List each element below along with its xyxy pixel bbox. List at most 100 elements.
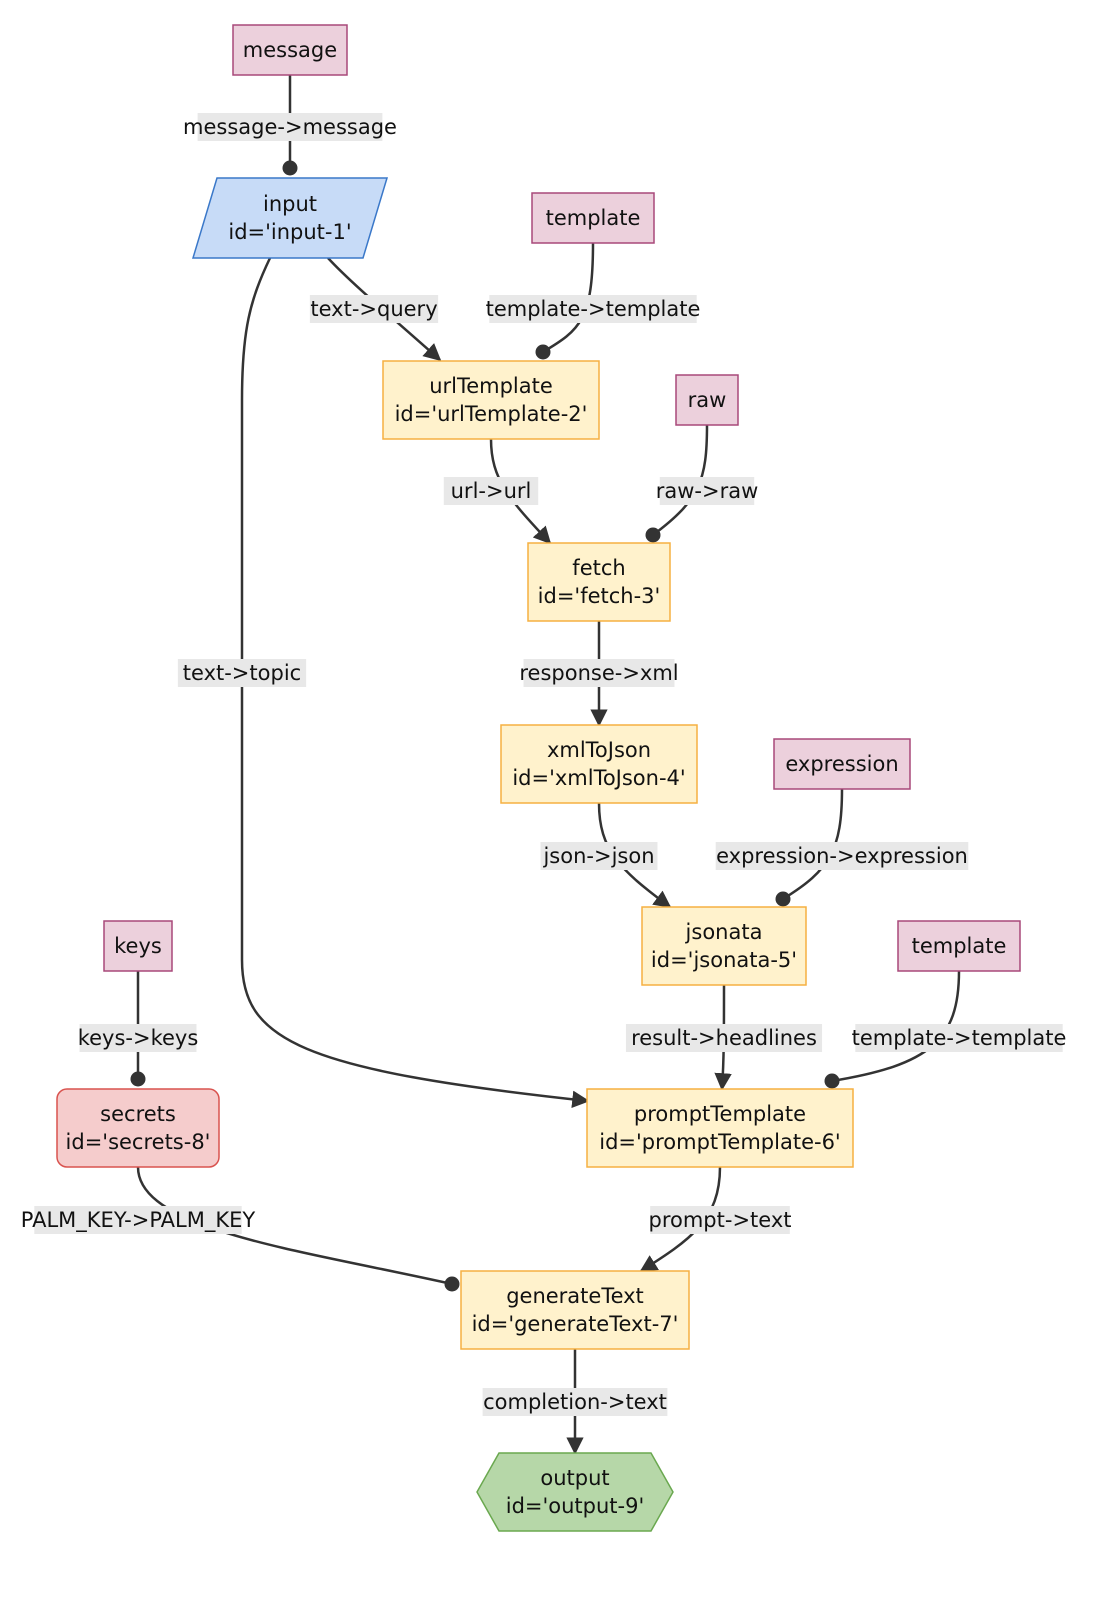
edge-label-background xyxy=(715,842,969,870)
edge-input-to-promptTemplate-line xyxy=(240,257,590,1109)
edge-label-background xyxy=(625,1024,823,1052)
edge-label-raw-raw: raw->raw xyxy=(656,477,759,505)
node-raw-title: raw xyxy=(688,388,727,412)
edge-label-background xyxy=(489,295,697,323)
edge-label-text: completion->text xyxy=(483,1390,667,1414)
node-input[interactable]: input id='input-1' xyxy=(191,177,389,259)
edge-label-text: expression->expression xyxy=(716,844,968,868)
edge-label-background xyxy=(523,659,675,687)
edge-label-url-url: url->url xyxy=(443,477,539,505)
node-promptTemplate-box xyxy=(586,1088,854,1168)
edge-label-palm-key-palm-key: PALM_KEY->PALM_KEY xyxy=(21,1206,256,1234)
node-jsonata[interactable]: jsonata id='jsonata-5' xyxy=(641,906,807,986)
node-keys[interactable]: keys xyxy=(103,920,173,972)
edge-input-to-promptTemplate xyxy=(240,257,590,1109)
edge-label-text: keys->keys xyxy=(78,1026,199,1050)
edge-label-background xyxy=(659,477,755,505)
edge-raw-to-fetch-dot-endpoint xyxy=(645,527,661,543)
node-urlTemplate[interactable]: urlTemplate id='urlTemplate-2' xyxy=(382,360,600,440)
edge-label-text: json->json xyxy=(542,844,654,868)
edge-label-background xyxy=(177,659,307,687)
edge-label-response-xml: response->xml xyxy=(519,659,679,687)
node-urlTemplate-box xyxy=(382,360,600,440)
edge-label-completion-text: completion->text xyxy=(482,1388,668,1416)
edge-label-text: message->message xyxy=(183,115,397,139)
node-generateText-box xyxy=(460,1270,690,1350)
edge-label-text: prompt->text xyxy=(649,1208,792,1232)
edge-label-template-template: template->template xyxy=(486,295,701,323)
node-keys-title: keys xyxy=(114,934,162,958)
node-input-title: input xyxy=(263,192,317,216)
node-generateText-title: generateText xyxy=(506,1284,644,1308)
edge-template2-to-promptTemplate-dot-endpoint xyxy=(824,1073,840,1089)
edge-label-keys-keys: keys->keys xyxy=(78,1024,199,1052)
edge-keys-to-secrets-dot-endpoint xyxy=(130,1071,146,1087)
edge-label-background xyxy=(855,1024,1063,1052)
node-urlTemplate-id-label: id='urlTemplate-2' xyxy=(395,402,588,426)
edge-label-text: response->xml xyxy=(519,661,678,685)
node-output-hexagon xyxy=(476,1452,674,1532)
edge-label-text-query: text->query xyxy=(309,295,439,323)
node-fetch-box xyxy=(527,542,671,622)
edge-label-text-topic: text->topic xyxy=(177,659,307,687)
node-output-id-label: id='output-9' xyxy=(506,1494,645,1518)
node-promptTemplate[interactable]: promptTemplate id='promptTemplate-6' xyxy=(586,1088,854,1168)
edge-label-text: result->headlines xyxy=(631,1026,817,1050)
node-secrets-box xyxy=(56,1088,220,1168)
edge-label-text: template->template xyxy=(852,1026,1067,1050)
edge-label-background xyxy=(443,477,539,505)
node-xmlToJson-id-label: id='xmlToJson-4' xyxy=(512,766,685,790)
node-input-parallelogram xyxy=(191,177,389,259)
edge-label-background xyxy=(482,1388,668,1416)
edge-label-text: template->template xyxy=(486,297,701,321)
edge-template1-to-urlTemplate-dot-endpoint xyxy=(535,344,551,360)
edge-label-expression-expression: expression->expression xyxy=(715,842,969,870)
node-generateText-id-label: id='generateText-7' xyxy=(472,1312,679,1336)
edge-label-message-message: message->message xyxy=(183,113,397,141)
edge-secrets-to-generateText-line xyxy=(136,1166,453,1286)
node-jsonata-title: jsonata xyxy=(685,920,763,944)
node-promptTemplate-title: promptTemplate xyxy=(634,1102,806,1126)
edge-label-template-template: template->template xyxy=(852,1024,1067,1052)
node-raw[interactable]: raw xyxy=(675,374,739,426)
node-message[interactable]: message xyxy=(232,24,348,76)
node-raw-box xyxy=(675,374,739,426)
node-input-id-label: id='input-1' xyxy=(228,220,351,244)
edge-label-text: url->url xyxy=(451,479,532,503)
node-template2-title: template xyxy=(912,934,1007,958)
node-xmlToJson-box xyxy=(500,724,698,804)
node-xmlToJson[interactable]: xmlToJson id='xmlToJson-4' xyxy=(500,724,698,804)
node-secrets[interactable]: secrets id='secrets-8' xyxy=(56,1088,220,1168)
edge-label-background xyxy=(197,113,383,141)
node-generateText[interactable]: generateText id='generateText-7' xyxy=(460,1270,690,1350)
edge-label-json-json: json->json xyxy=(540,842,658,870)
node-urlTemplate-title: urlTemplate xyxy=(429,374,553,398)
edge-message-to-input-dot-endpoint xyxy=(282,160,298,176)
edge-label-background xyxy=(309,295,439,323)
node-xmlToJson-title: xmlToJson xyxy=(547,738,651,762)
node-expression[interactable]: expression xyxy=(773,738,911,790)
edge-label-text: PALM_KEY->PALM_KEY xyxy=(21,1208,256,1233)
node-jsonata-id-label: id='jsonata-5' xyxy=(651,948,797,972)
node-secrets-id-label: id='secrets-8' xyxy=(66,1130,211,1154)
node-template2[interactable]: template xyxy=(897,920,1021,972)
edge-expression-to-jsonata-dot-endpoint xyxy=(775,891,791,907)
node-secrets-title: secrets xyxy=(100,1102,176,1126)
node-message-title: message xyxy=(243,38,337,62)
edge-label-background xyxy=(540,842,658,870)
edge-label-text: text->query xyxy=(310,297,437,321)
node-template1-box xyxy=(531,192,655,244)
node-fetch-title: fetch xyxy=(572,556,625,580)
edge-label-text: raw->raw xyxy=(656,479,759,503)
node-message-box xyxy=(232,24,348,76)
node-template1-title: template xyxy=(546,206,641,230)
nodes-layer: message input id='input-1' template urlTempl… xyxy=(56,24,1021,1532)
node-template1[interactable]: template xyxy=(531,192,655,244)
node-expression-box xyxy=(773,738,911,790)
node-promptTemplate-id-label: id='promptTemplate-6' xyxy=(599,1130,840,1154)
edge-labels-layer: message->message text->query template->tem… xyxy=(21,113,1067,1416)
edge-secrets-to-generateText-dot-endpoint xyxy=(444,1276,460,1292)
